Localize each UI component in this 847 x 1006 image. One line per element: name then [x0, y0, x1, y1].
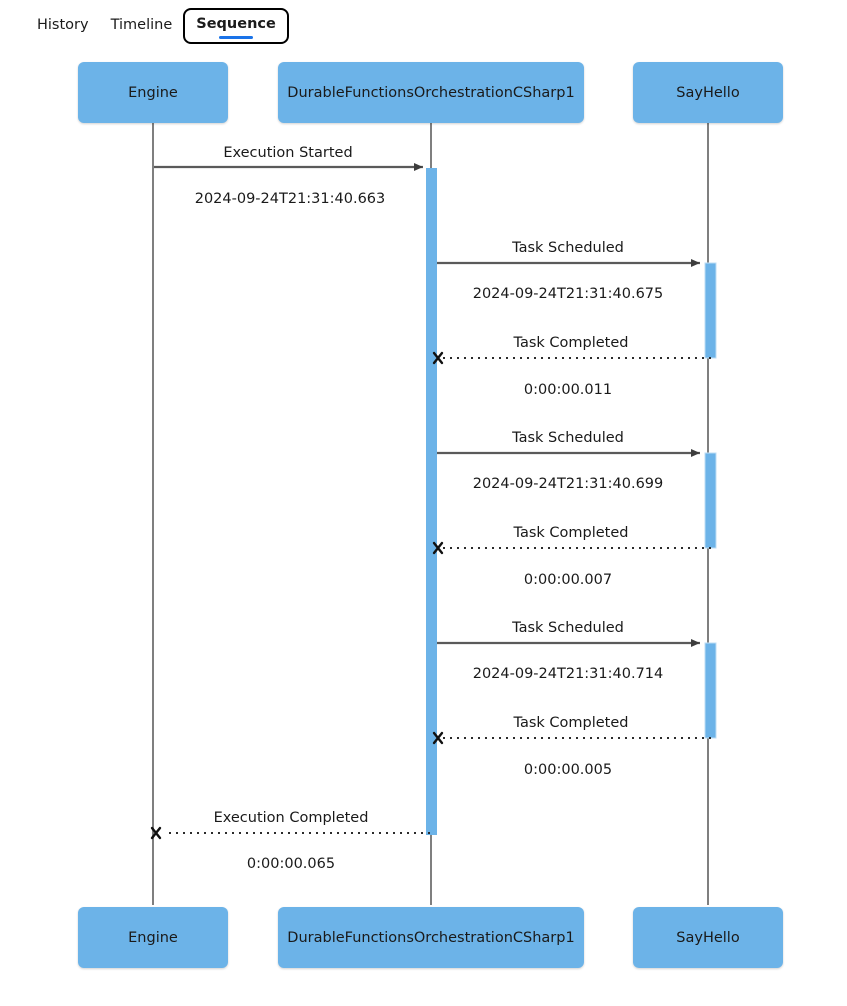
participant-label: DurableFunctionsOrchestrationCSharp1 [287, 84, 575, 101]
message-label-execution-started: Execution Started [223, 145, 353, 161]
tab-timeline-label: Timeline [110, 17, 173, 34]
message-label-task-completed-1: Task Completed [513, 335, 629, 351]
activation-bar-sayhello-1 [704, 262, 717, 359]
message-note-task-scheduled-1: 2024-09-24T21:31:40.675 [472, 286, 664, 302]
message-note-task-completed-1: 0:00:00.011 [523, 382, 613, 398]
message-note-task-completed-3: 0:00:00.005 [523, 762, 613, 778]
cross-terminator-icon [432, 351, 444, 365]
cross-terminator-icon [432, 731, 444, 745]
tab-sequence[interactable]: Sequence [183, 8, 289, 44]
activation-bar-sayhello-3 [704, 642, 717, 739]
participant-box-bottom-orchestrator[interactable]: DurableFunctionsOrchestrationCSharp1 [278, 907, 584, 968]
participant-box-bottom-sayhello[interactable]: SayHello [633, 907, 783, 968]
message-note-execution-completed: 0:00:00.065 [246, 856, 336, 872]
message-note-task-scheduled-2: 2024-09-24T21:31:40.699 [472, 476, 664, 492]
participant-box-top-sayhello[interactable]: SayHello [633, 62, 783, 123]
tab-timeline[interactable]: Timeline [100, 10, 184, 42]
activation-bar-sayhello-2 [704, 452, 717, 549]
participant-label: Engine [128, 84, 178, 101]
cross-terminator-icon [150, 826, 162, 840]
participant-label: DurableFunctionsOrchestrationCSharp1 [287, 929, 575, 946]
message-label-task-scheduled-3: Task Scheduled [512, 620, 624, 636]
message-label-task-scheduled-2: Task Scheduled [512, 430, 624, 446]
tab-history-label: History [37, 17, 89, 34]
tab-history[interactable]: History [26, 10, 100, 42]
message-label-task-completed-3: Task Completed [513, 715, 629, 731]
message-label-execution-completed: Execution Completed [213, 810, 369, 826]
message-label-task-scheduled-1: Task Scheduled [512, 240, 624, 256]
tab-active-underline [219, 35, 254, 39]
message-note-task-scheduled-3: 2024-09-24T21:31:40.714 [472, 666, 664, 682]
activation-bar-orchestrator [426, 168, 437, 835]
participant-label: SayHello [676, 84, 740, 101]
tab-sequence-label: Sequence [196, 16, 276, 33]
participant-box-bottom-engine[interactable]: Engine [78, 907, 228, 968]
cross-terminator-icon [432, 541, 444, 555]
view-tab-bar: History Timeline Sequence [0, 0, 847, 52]
participant-label: SayHello [676, 929, 740, 946]
participant-box-top-orchestrator[interactable]: DurableFunctionsOrchestrationCSharp1 [278, 62, 584, 123]
participant-label: Engine [128, 929, 178, 946]
message-note-task-completed-2: 0:00:00.007 [523, 572, 613, 588]
message-note-execution-started: 2024-09-24T21:31:40.663 [194, 191, 386, 207]
message-label-task-completed-2: Task Completed [513, 525, 629, 541]
participant-box-top-engine[interactable]: Engine [78, 62, 228, 123]
